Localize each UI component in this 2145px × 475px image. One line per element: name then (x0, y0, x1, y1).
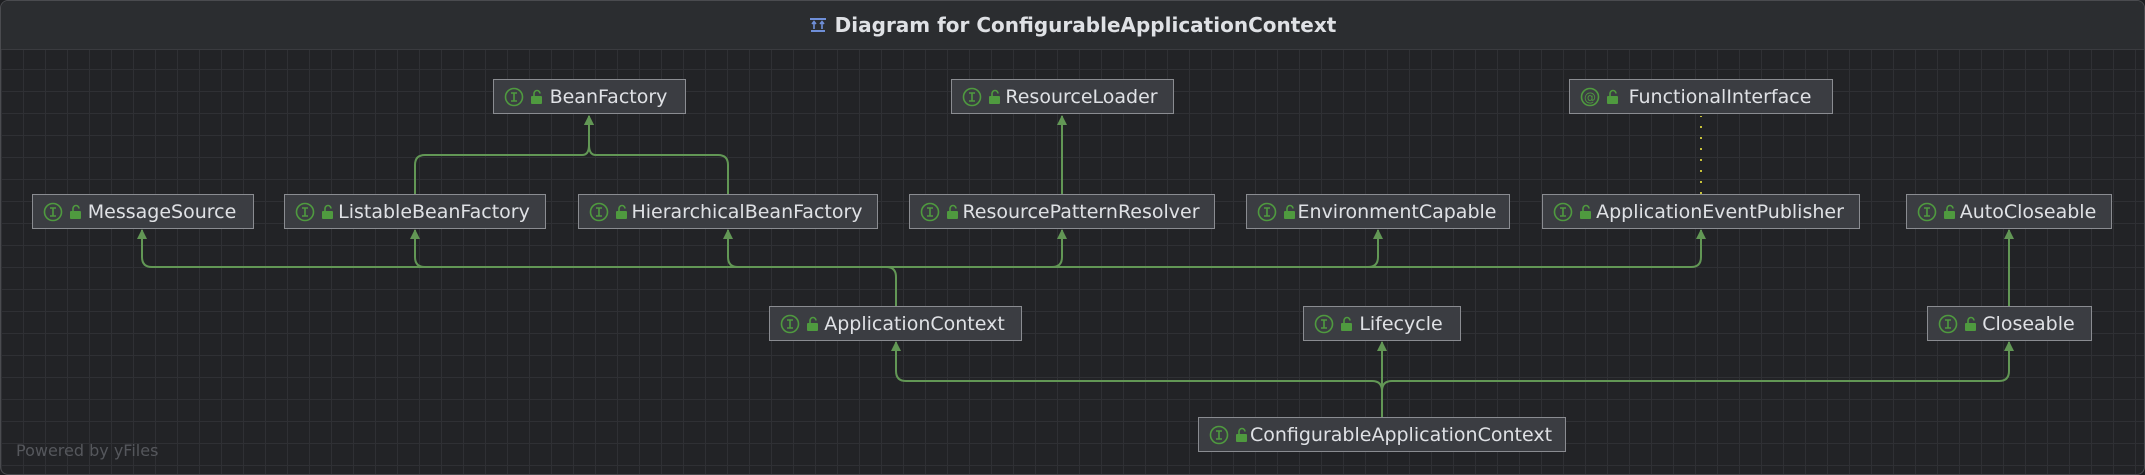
lock-open-icon (1944, 204, 1955, 219)
node-label: MessageSource (87, 200, 237, 223)
node-label: AutoCloseable (1959, 200, 2097, 223)
lock-open-icon (1607, 89, 1618, 104)
interface-icon (1257, 202, 1277, 221)
node-label: BeanFactory (549, 85, 668, 108)
node-resource-pattern-resolver[interactable]: ResourcePatternResolver (909, 194, 1215, 229)
node-label: ResourceLoader (1005, 85, 1158, 108)
node-application-event-publisher[interactable]: ApplicationEventPublisher (1542, 194, 1860, 229)
node-message-source[interactable]: MessageSource (32, 194, 254, 229)
node-label: Lifecycle (1359, 312, 1443, 335)
node-hierarchical-bean-factory[interactable]: HierarchicalBeanFactory (578, 194, 878, 229)
edge-appcontext-to-eventpublisher (896, 229, 1706, 268)
node-configurable-application-context[interactable]: ConfigurableApplicationContext (1198, 417, 1566, 452)
interface-icon (43, 202, 63, 221)
lock-open-icon (989, 89, 1000, 104)
edge-configurable-to-appcontext (891, 341, 1383, 417)
lock-open-icon (531, 89, 542, 104)
node-closeable[interactable]: Closeable (1927, 306, 2092, 341)
lock-open-icon (947, 204, 958, 219)
interface-icon (1553, 202, 1573, 221)
node-auto-closeable[interactable]: AutoCloseable (1906, 194, 2112, 229)
node-lifecycle[interactable]: Lifecycle (1303, 306, 1461, 341)
node-label: ConfigurableApplicationContext (1249, 423, 1553, 446)
edge-appcontext-to-environment (896, 229, 1383, 268)
interface-icon (1938, 314, 1958, 333)
node-application-context[interactable]: ApplicationContext (769, 306, 1022, 341)
interface-icon (589, 202, 609, 221)
interface-icon (962, 87, 982, 106)
powered-by-label: Powered by yFiles (16, 441, 159, 460)
edge-appcontext-to-hierarchical (723, 229, 896, 268)
lock-open-icon (1965, 316, 1976, 331)
node-label: ResourcePatternResolver (962, 200, 1200, 223)
node-listable-bean-factory[interactable]: ListableBeanFactory (284, 194, 546, 229)
node-functional-interface[interactable]: @ FunctionalInterface (1569, 79, 1833, 114)
interface-icon (1917, 202, 1937, 221)
interface-icon (295, 202, 315, 221)
edge-configurable-to-closeable (1381, 341, 2014, 392)
node-label: HierarchicalBeanFactory (631, 200, 863, 223)
lock-open-icon (322, 204, 333, 219)
interface-icon (504, 87, 524, 106)
node-resource-loader[interactable]: ResourceLoader (951, 79, 1174, 114)
annotation-icon: @ (1580, 87, 1600, 106)
interface-icon (780, 314, 800, 333)
lock-open-icon (70, 204, 81, 219)
edge-listable-to-beanfactory (414, 115, 594, 194)
edge-appcontext-to-listable (410, 229, 896, 268)
node-label: ApplicationEventPublisher (1596, 200, 1844, 223)
lock-open-icon (1580, 204, 1591, 219)
svg-text:@: @ (1584, 90, 1596, 104)
title-bar: Diagram for ConfigurableApplicationConte… (1, 1, 2144, 50)
node-bean-factory[interactable]: BeanFactory (493, 79, 686, 114)
node-label: Closeable (1982, 312, 2075, 335)
diagram-icon (809, 18, 826, 32)
node-label: ApplicationContext (824, 312, 1005, 335)
lock-open-icon (1236, 427, 1247, 442)
window-title: Diagram for ConfigurableApplicationConte… (834, 13, 1337, 37)
node-label: EnvironmentCapable (1297, 200, 1497, 223)
node-environment-capable[interactable]: EnvironmentCapable (1246, 194, 1510, 229)
interface-icon (1314, 314, 1334, 333)
edge-appcontext-to-resolver (896, 229, 1067, 268)
lock-open-icon (616, 204, 627, 219)
lock-open-icon (807, 316, 818, 331)
interface-icon (1209, 425, 1229, 444)
node-label: ListableBeanFactory (338, 200, 530, 223)
interface-icon (920, 202, 940, 221)
edge-hierarchical-to-beanfactory (584, 115, 729, 194)
node-label: FunctionalInterface (1628, 85, 1812, 108)
lock-open-icon (1341, 316, 1352, 331)
lock-open-icon (1284, 204, 1295, 219)
